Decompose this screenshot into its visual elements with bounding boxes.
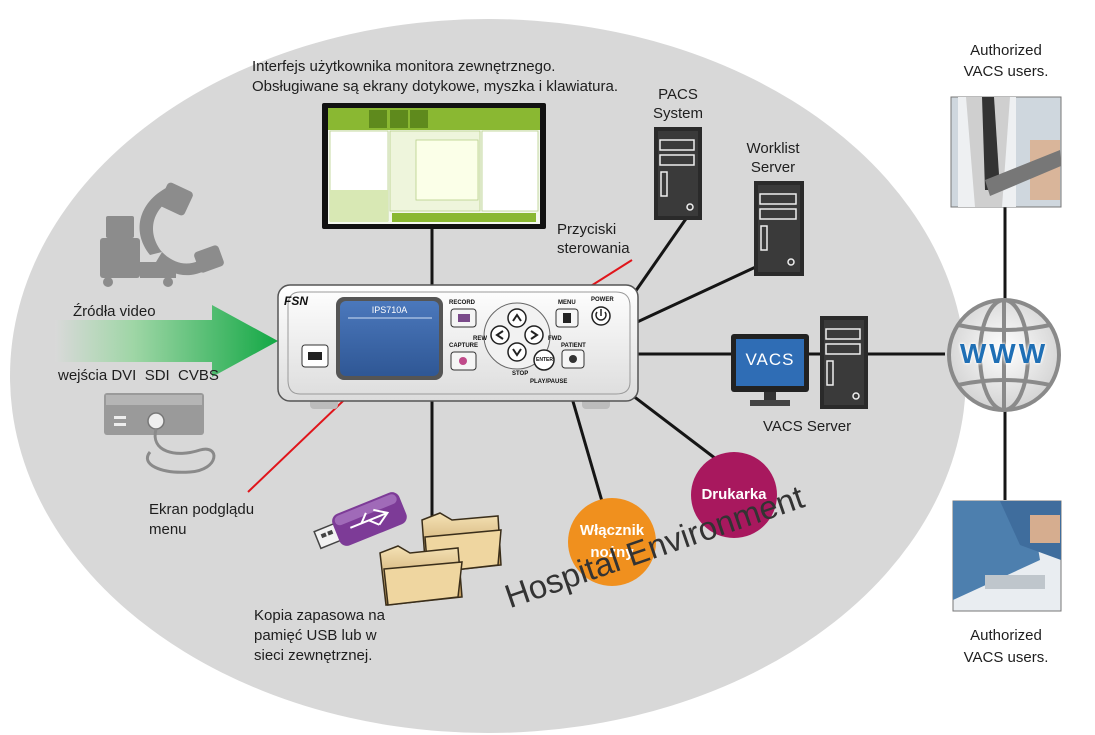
vacs-server-label: VACS Server: [763, 418, 852, 435]
authorized-bottom-label-line1: Authorized: [970, 627, 1042, 644]
video-inputs-label: wejścia DVI SDI CVBS: [58, 367, 219, 384]
worklist-label-line1: Worklist: [746, 140, 800, 157]
pacs-label-line1: PACS: [658, 86, 698, 103]
rew-label: REW: [473, 336, 487, 342]
device-brand: FSN: [284, 294, 308, 308]
internet-globe-icon: [947, 298, 1061, 412]
enter-label: ENTER: [536, 357, 553, 363]
backup-label-line1: Kopia zapasowa na: [254, 607, 385, 624]
authorized-user-photo-top: [950, 96, 1062, 208]
printer-label: Drukarka: [701, 486, 767, 503]
www-text: WWW: [959, 338, 1049, 369]
video-source-box-icon: [104, 393, 216, 474]
authorized-bottom-label-line2: VACS users.: [963, 649, 1049, 666]
footswitch-label-line1: Włącznik: [579, 522, 645, 539]
authorized-top-label-line1: Authorized: [970, 42, 1042, 59]
patient-label: PATIENT: [561, 343, 586, 349]
usb-stick-icon: [313, 492, 407, 550]
menu-label: MENU: [558, 300, 576, 306]
footswitch-circle: [568, 498, 656, 586]
play-pause-label: PLAY/PAUSE: [530, 379, 568, 385]
fwd-label: FWD: [548, 336, 562, 342]
vacs-server-icon: [820, 316, 868, 409]
authorized-top-label-line2: VACS users.: [963, 63, 1049, 80]
pacs-label-line2: System: [652, 105, 703, 122]
folder-icons: [379, 512, 502, 606]
pacs-server-icon: [654, 127, 702, 220]
footswitch-label-line2: nożny: [590, 544, 634, 561]
capture-label: CAPTURE: [449, 343, 479, 349]
footswitch-label: Włącznik nożny: [568, 498, 656, 586]
buttons-label-line2: sterowania: [557, 240, 630, 257]
power-label: POWER: [591, 297, 614, 303]
worklist-label-line2: Server: [750, 159, 796, 176]
authorized-user-photo-bottom: [952, 500, 1062, 612]
backup-label-line2: pamięć USB lub w: [254, 627, 377, 644]
device-screen-model: IPS710A: [371, 305, 408, 315]
video-sources-label: Źródła video: [73, 303, 156, 320]
printer-circle: [691, 452, 777, 538]
c-arm-icon: [100, 182, 224, 287]
backup-label-line3: sieci zewnętrznej.: [254, 647, 373, 664]
external-monitor: [322, 103, 546, 229]
worklist-server-icon: [754, 181, 804, 276]
monitor-ui-label-line1: Interfejs użytkownika monitora zewnętrzn…: [252, 58, 556, 75]
preview-label-line2: menu: [149, 521, 187, 538]
stop-label: STOP: [512, 371, 529, 377]
monitor-ui-label-line2: Obsługiwane są ekrany dotykowe, myszka i…: [252, 78, 618, 95]
vacs-monitor-icon: [731, 334, 809, 406]
preview-label-line1: Ekran podglądu: [149, 501, 255, 518]
ips710a-device: [277, 284, 639, 409]
video-input-arrow: [55, 305, 278, 377]
buttons-label-line1: Przyciski: [557, 221, 617, 238]
record-label: RECORD: [449, 300, 476, 306]
vacs-logo-text: VACS: [745, 350, 795, 369]
